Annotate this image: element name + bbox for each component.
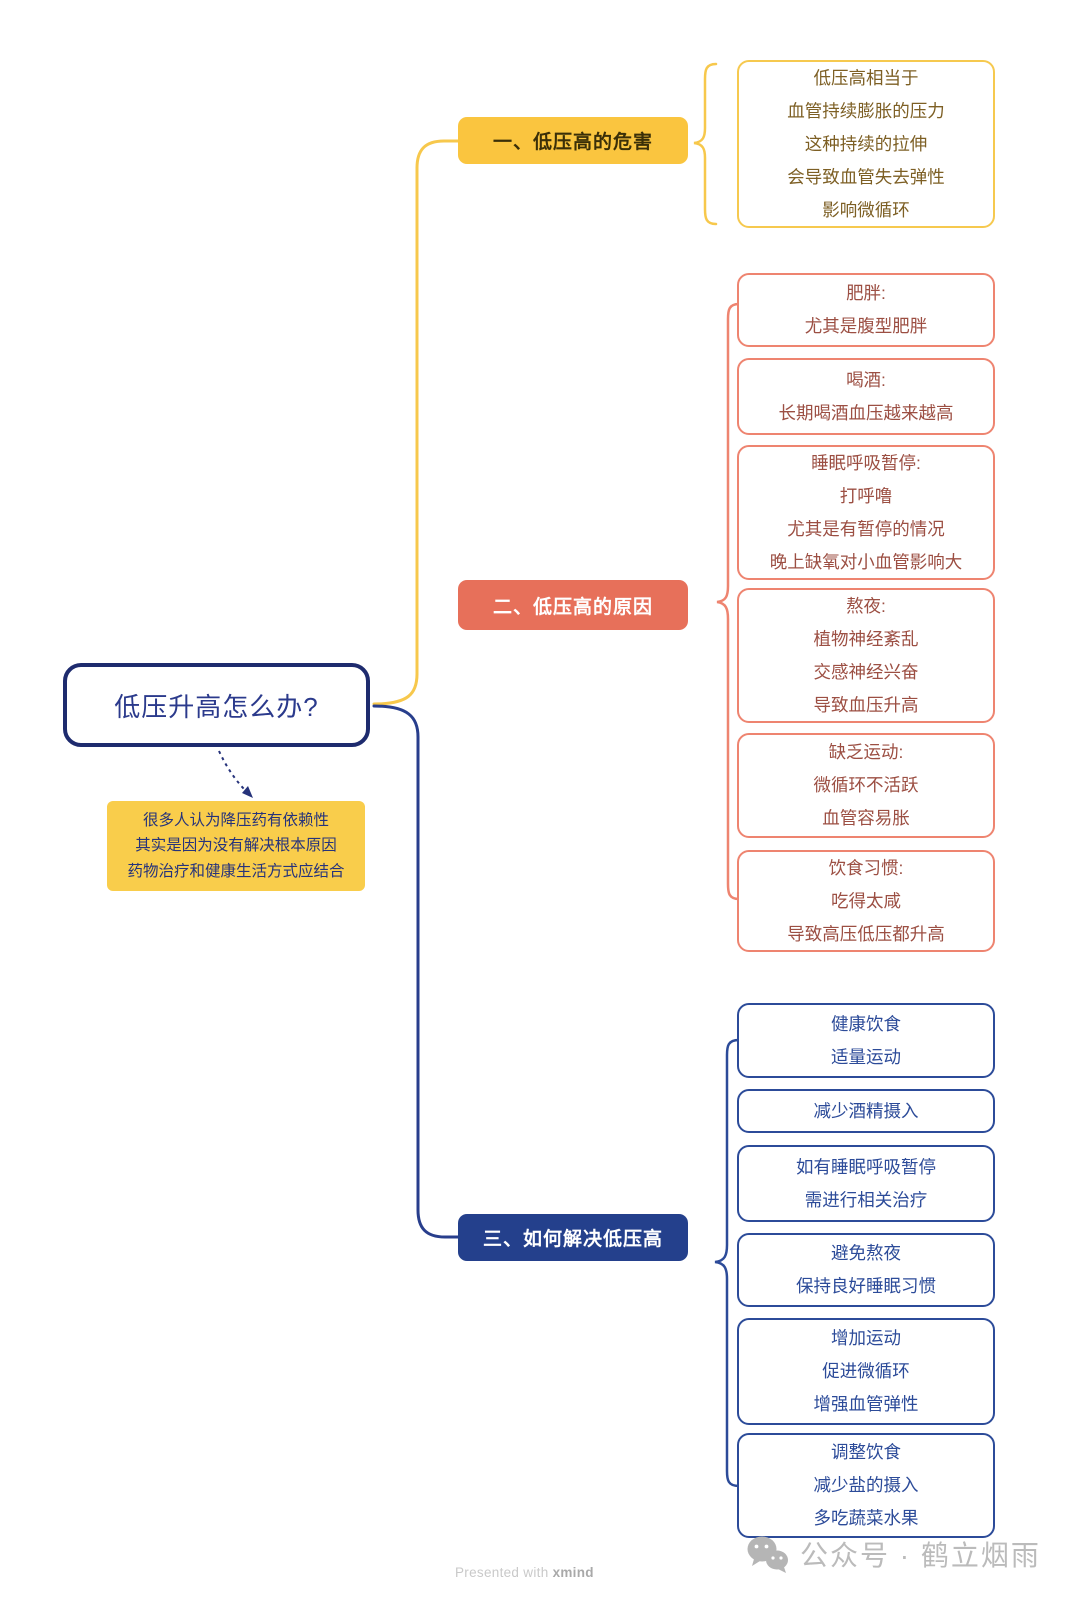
solution-healthy-diet-text: 健康饮食 适量运动: [831, 1013, 901, 1067]
solution-sleep-habit-topic[interactable]: 避免熬夜 保持良好睡眠习惯: [737, 1233, 995, 1307]
xmind-watermark: Presented with xmind: [455, 1565, 594, 1580]
solution-treat-apnea-topic[interactable]: 如有睡眠呼吸暂停 需进行相关治疗: [737, 1145, 995, 1222]
root-topic[interactable]: 低压升高怎么办?: [63, 663, 370, 747]
solution-healthy-diet-topic[interactable]: 健康饮食 适量运动: [737, 1003, 995, 1078]
wechat-icon: [747, 1536, 788, 1573]
harms-detail-topic[interactable]: 低压高相当于 血管持续膨胀的压力 这种持续的拉伸 会导致血管失去弹性 影响微循环: [737, 60, 995, 228]
note-text: 很多人认为降压药有依赖性 其实是因为没有解决根本原因 药物治疗和健康生活方式应结…: [127, 811, 345, 880]
cause-obesity-topic[interactable]: 肥胖: 尤其是腹型肥胖: [737, 273, 995, 347]
connector-branch-1: [372, 139, 460, 706]
solution-adjust-diet-text: 调整饮食 减少盐的摄入 多吃蔬菜水果: [813, 1442, 919, 1528]
solution-adjust-diet-topic[interactable]: 调整饮食 减少盐的摄入 多吃蔬菜水果: [737, 1433, 995, 1538]
solution-exercise-topic[interactable]: 增加运动 促进微循环 增强血管弹性: [737, 1318, 995, 1425]
note-arrow: [218, 750, 250, 795]
branch-causes[interactable]: 二、低压高的原因: [458, 580, 688, 630]
solution-sleep-habit-text: 避免熬夜 保持良好睡眠习惯: [796, 1243, 936, 1296]
cause-diet-topic[interactable]: 饮食习惯: 吃得太咸 导致高压低压都升高: [737, 850, 995, 952]
cause-no-exercise-topic[interactable]: 缺乏运动: 微循环不活跃 血管容易胀: [737, 733, 995, 838]
cause-staying-up-text: 熬夜: 植物神经紊乱 交感神经兴奋 导致血压升高: [813, 595, 919, 715]
cause-no-exercise-text: 缺乏运动: 微循环不活跃 血管容易胀: [813, 742, 919, 828]
solution-treat-apnea-text: 如有睡眠呼吸暂停 需进行相关治疗: [796, 1156, 936, 1210]
cause-diet-text: 饮食习惯: 吃得太咸 导致高压低压都升高: [787, 857, 945, 944]
connector-branch-3: [372, 704, 460, 1239]
wechat-watermark: 公众号 · 鹤立烟雨: [746, 1534, 1041, 1574]
note-arrowhead: [242, 786, 253, 798]
cause-staying-up-topic[interactable]: 熬夜: 植物神经紊乱 交感神经兴奋 导致血压升高: [737, 588, 995, 723]
solution-less-alcohol-text: 减少酒精摄入: [813, 1100, 919, 1121]
brace-branch-3: [714, 1038, 741, 1488]
cause-obesity-text: 肥胖: 尤其是腹型肥胖: [804, 283, 928, 336]
brace-branch-1: [693, 62, 718, 226]
root-topic-label: 低压升高怎么办?: [114, 691, 319, 722]
cause-alcohol-topic[interactable]: 喝酒: 长期喝酒血压越来越高: [737, 358, 995, 435]
branch-harms-label: 一、低压高的危害: [492, 132, 653, 153]
cause-alcohol-text: 喝酒: 长期喝酒血压越来越高: [778, 369, 954, 423]
harms-detail-text: 低压高相当于 血管持续膨胀的压力 这种持续的拉伸 会导致血管失去弹性 影响微循环: [787, 67, 945, 220]
xmind-watermark-prefix: Presented with: [455, 1565, 553, 1580]
solution-exercise-text: 增加运动 促进微循环 增强血管弹性: [813, 1328, 919, 1414]
xmind-watermark-brand: xmind: [552, 1565, 594, 1580]
cause-apnea-topic[interactable]: 睡眠呼吸暂停: 打呼噜 尤其是有暂停的情况 晚上缺氧对小血管影响大: [737, 445, 995, 580]
branch-causes-label: 二、低压高的原因: [492, 596, 653, 618]
branch-solutions-label: 三、如何解决低压高: [482, 1229, 663, 1250]
wechat-watermark-label: 公众号 · 鹤立烟雨: [800, 1540, 1041, 1571]
note-topic[interactable]: 很多人认为降压药有依赖性 其实是因为没有解决根本原因 药物治疗和健康生活方式应结…: [107, 801, 365, 891]
branch-harms[interactable]: 一、低压高的危害: [458, 117, 688, 164]
branch-solutions[interactable]: 三、如何解决低压高: [458, 1214, 688, 1261]
cause-apnea-text: 睡眠呼吸暂停: 打呼噜 尤其是有暂停的情况 晚上缺氧对小血管影响大: [769, 452, 963, 572]
brace-branch-2: [716, 302, 741, 901]
solution-less-alcohol-topic[interactable]: 减少酒精摄入: [737, 1089, 995, 1133]
